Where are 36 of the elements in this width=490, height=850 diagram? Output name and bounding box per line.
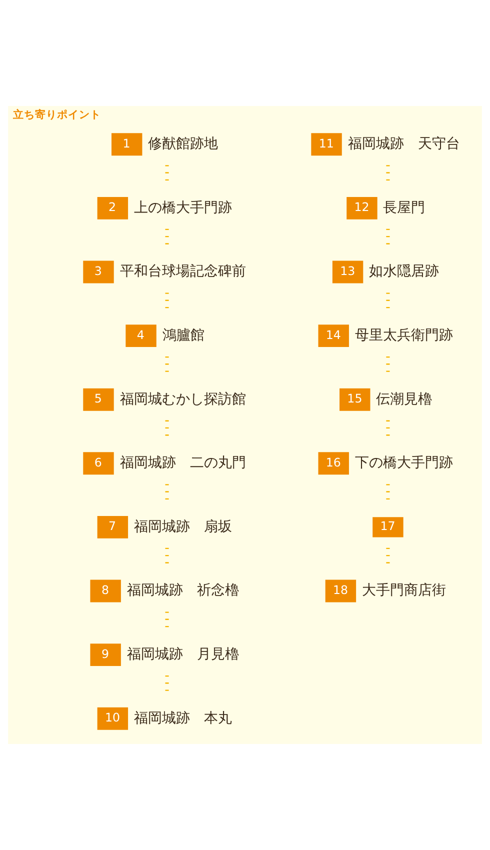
node-box: 7 xyxy=(97,516,128,538)
node-label: 福岡城むかし探訪館 xyxy=(120,391,246,408)
node-box: 3 xyxy=(83,260,114,284)
node-label: 母里太兵衛門跡 xyxy=(354,327,453,344)
node-label: 大手門商店街 xyxy=(362,582,446,599)
node-label: 上の橋大手門跡 xyxy=(134,200,232,216)
node-label: 如水隠居跡 xyxy=(369,264,440,280)
node-box: 18 xyxy=(325,580,356,602)
node-label: 福岡城跡 本丸 xyxy=(134,710,232,726)
node-box: 6 xyxy=(83,452,114,475)
node-box: 17 xyxy=(372,517,404,538)
node-label: 福岡城跡 祈念櫓 xyxy=(126,582,239,599)
node-box: 11 xyxy=(311,133,342,156)
node-box: 14 xyxy=(318,324,349,348)
node-label: 福岡城跡 月見櫓 xyxy=(126,646,239,662)
node-box: 9 xyxy=(90,644,121,666)
node-label: 福岡城跡 二の丸門 xyxy=(120,455,246,472)
node-box: 5 xyxy=(83,388,114,411)
node-label: 福岡城跡 扇坂 xyxy=(134,518,232,535)
node-box: 16 xyxy=(318,452,349,475)
node-box: 15 xyxy=(340,388,370,411)
node-label: 修猷館跡地 xyxy=(148,136,218,152)
node-label: 平和台球場記念碑前 xyxy=(120,264,246,280)
node-box: 12 xyxy=(346,196,378,220)
node-box: 4 xyxy=(126,324,156,348)
node-box: 8 xyxy=(90,580,121,602)
node-box: 2 xyxy=(97,196,128,220)
node-box: 1 xyxy=(112,133,142,156)
node-label: 下の橋大手門跡 xyxy=(354,455,453,472)
node-label: 鴻臚館 xyxy=(162,327,204,344)
node-box: 13 xyxy=(332,260,364,284)
node-label: 福岡城跡 天守台 xyxy=(348,136,460,152)
node-box: 10 xyxy=(97,707,128,730)
node-label: 立ち寄りポイント xyxy=(12,108,101,122)
node-label: 長屋門 xyxy=(383,200,426,216)
node-label: 伝潮見櫓 xyxy=(376,391,432,408)
